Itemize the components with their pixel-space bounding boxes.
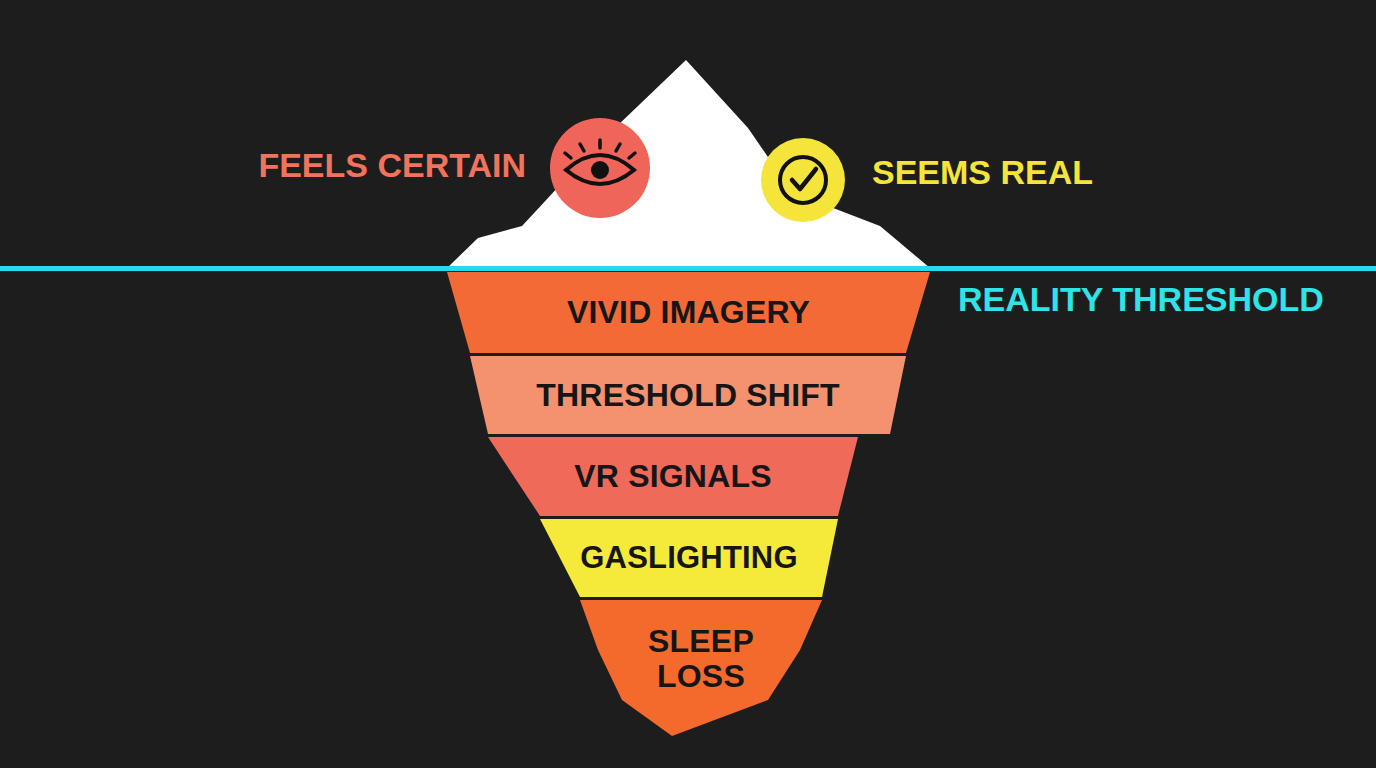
band-fill [470, 356, 906, 434]
eye-icon [566, 155, 634, 184]
eye-lashes [565, 140, 635, 158]
band-content: GASLIGHTING [540, 519, 838, 597]
check-badge [761, 138, 845, 222]
band-label: VIVID IMAGERY [567, 295, 810, 330]
side-label: SEEMS REAL [872, 153, 1093, 192]
band-content: VIVID IMAGERY [447, 272, 930, 353]
band-fill [580, 600, 822, 736]
iceberg-band: GASLIGHTING [540, 519, 838, 597]
iceberg-band: THRESHOLD SHIFT [470, 356, 906, 434]
side-label: FEELS CERTAIN [258, 146, 526, 185]
waterline [0, 266, 1376, 271]
iceberg-band: VIVID IMAGERY [447, 272, 930, 353]
band-label: SLEEP LOSS [626, 624, 776, 693]
check-ring [780, 157, 826, 203]
eye-pupil [591, 161, 609, 179]
band-content: SLEEP LOSS [580, 600, 822, 736]
eye-badge [550, 118, 650, 218]
band-fill [447, 272, 930, 353]
band-content: THRESHOLD SHIFT [470, 356, 906, 434]
band-content: VR SIGNALS [488, 437, 858, 516]
band-fill [540, 519, 838, 597]
iceberg-band: SLEEP LOSS [580, 600, 822, 736]
band-label: VR SIGNALS [574, 459, 772, 494]
band-label: THRESHOLD SHIFT [536, 378, 839, 413]
iceberg-band: VR SIGNALS [488, 437, 858, 516]
side-label: REALITY THRESHOLD [958, 280, 1324, 319]
band-fill [488, 437, 858, 516]
check-mark [792, 169, 816, 189]
band-label: GASLIGHTING [580, 541, 797, 574]
